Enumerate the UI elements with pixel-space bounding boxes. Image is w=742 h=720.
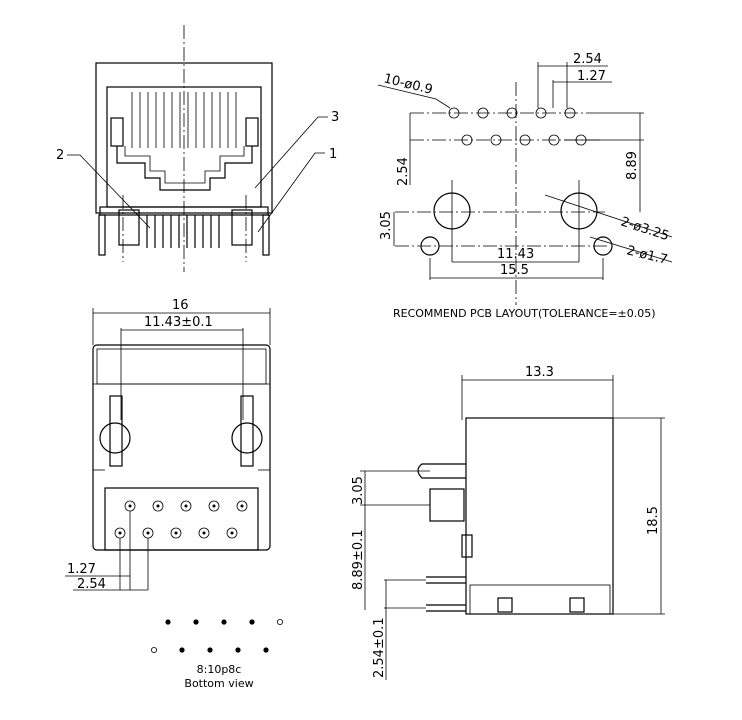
side-dim-depth: 13.3 (525, 365, 554, 380)
pcb-dim-half-pitch: 1.27 (577, 69, 606, 84)
pin-map-caption: Bottom view (184, 677, 253, 690)
side-dim-pin-pitch: 2.54±0.1 (372, 617, 387, 678)
bottom-dim-width: 16 (172, 298, 189, 313)
pcb-dim-medium-holes: 2-ø1.7 (625, 243, 669, 268)
pcb-dim-large-holes: 2-ø3.25 (619, 215, 671, 245)
pcb-layout-caption: RECOMMEND PCB LAYOUT(TOLERANCE=±0.05) (393, 307, 656, 320)
callout-1: 1 (329, 147, 337, 162)
pcb-dim-mount-span: 11.43 (497, 247, 534, 262)
bottom-dim-pin-span: 11.43±0.1 (144, 315, 213, 330)
front-view: 2 3 1 (56, 25, 339, 272)
side-dim-offset: 3.05 (351, 476, 366, 505)
bottom-dim-half-pitch: 1.27 (67, 562, 96, 577)
bottom-view: 16 11.43±0.1 1.27 2.54 (65, 298, 271, 592)
callout-3: 3 (331, 110, 339, 125)
pcb-dim-small-holes: 10-ø0.9 (382, 71, 434, 98)
bottom-dim-pitch: 2.54 (77, 577, 106, 592)
pin-map: 8:10p8c Bottom view (150, 619, 283, 690)
side-dim-pin-height: 8.89±0.1 (351, 529, 366, 590)
pin-map-row-top (165, 619, 283, 626)
side-dim-height: 18.5 (646, 506, 661, 535)
pcb-hole-row-2 (461, 134, 587, 146)
pcb-shield-hole-right (593, 236, 613, 256)
pcb-dim-total-span: 15.5 (500, 263, 529, 278)
pcb-dim-pitch: 2.54 (573, 52, 602, 67)
pin-map-code: 8:10p8c (197, 663, 242, 676)
pcb-dim-height: 8.89 (625, 151, 640, 180)
pcb-hole-row-1 (448, 107, 576, 119)
pin-map-row-bottom (150, 647, 269, 654)
callout-2: 2 (56, 148, 64, 163)
pcb-layout: 2.54 1.27 10-ø0.9 2.54 8.89 3.05 11.43 1… (377, 52, 673, 320)
pcb-dim-row-gap: 2.54 (396, 157, 411, 186)
side-view: 13.3 18.5 3.05 8.89±0.1 2.54±0.1 (351, 365, 665, 680)
pcb-shield-hole-left (420, 236, 440, 256)
pcb-dim-mount-offset: 3.05 (379, 211, 394, 240)
